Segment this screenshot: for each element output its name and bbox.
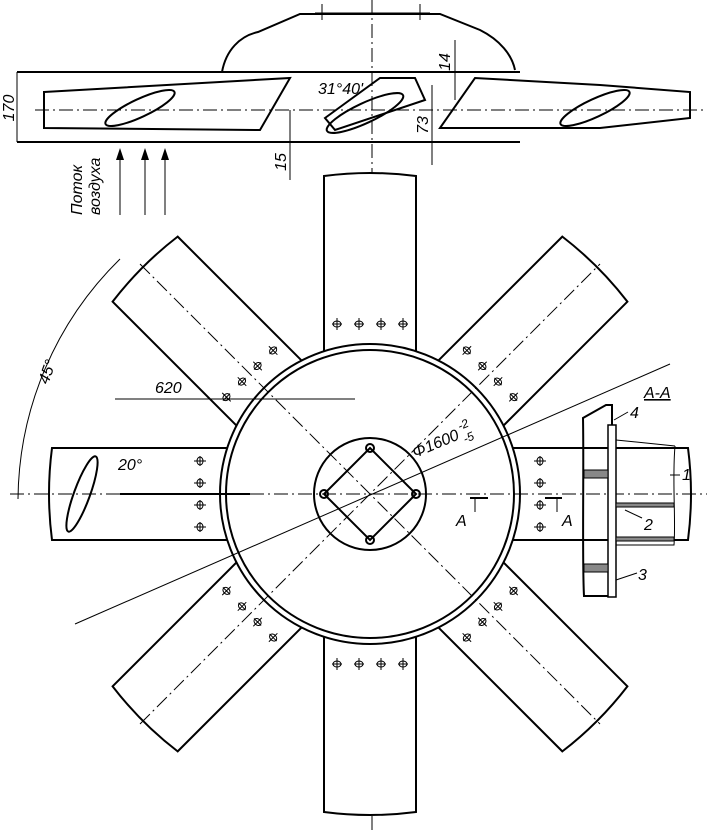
rivet-icon: [509, 586, 518, 595]
airflow-label-1: Поток: [69, 163, 86, 215]
rivet-icon: [237, 602, 247, 611]
rivet-icon: [196, 500, 204, 510]
rivet-icon: [462, 346, 471, 355]
left-blade-side: [43, 76, 292, 132]
rivet-icon: [536, 522, 544, 532]
blade: [323, 633, 417, 816]
rivet-icon: [509, 393, 518, 402]
square-flange: [322, 446, 418, 542]
airflow-arrows: [116, 148, 169, 215]
dim-620-label: 620: [155, 380, 182, 397]
blade-profile-right: [559, 88, 631, 128]
section-a-a: A-A 4 1 2 3: [581, 385, 691, 598]
bolt-lower: [615, 536, 675, 542]
rivet-icon: [237, 377, 247, 386]
dim-45-arc: [17, 258, 121, 500]
dim-angle-label: 31°40': [318, 81, 364, 98]
blade-section-profile: [65, 455, 99, 533]
rivet-icon: [536, 456, 544, 466]
rivet-icon: [332, 660, 342, 668]
section-mark-right: A: [561, 513, 573, 530]
rivet-icon: [332, 320, 342, 328]
dim-chord-label: 73: [415, 116, 432, 134]
plan-view: [10, 172, 707, 816]
rivet-icon: [253, 617, 262, 627]
rivet-icon: [222, 586, 231, 595]
rivet-icon: [354, 660, 364, 668]
dim-top-label: 14: [437, 53, 454, 71]
rivet-icon: [398, 660, 408, 668]
rivet-icon: [462, 633, 471, 642]
rivet-icon: [354, 320, 364, 328]
rivet-icon: [376, 320, 386, 328]
bolt-upper: [615, 502, 675, 508]
rivet-icon: [253, 361, 262, 371]
rivet-icon: [196, 456, 204, 466]
rivet-icon: [376, 660, 386, 668]
callout-2: 2: [643, 517, 653, 534]
dim-height-label: 170: [1, 95, 18, 122]
rivet-icon: [493, 602, 503, 611]
section-mark-left: A: [455, 513, 467, 530]
callout-3: 3: [638, 567, 647, 584]
rivet-icon: [478, 617, 487, 627]
dim-bottom-label: 15: [273, 153, 290, 171]
flange-plate: [607, 424, 617, 598]
section-title: A-A: [643, 385, 671, 402]
airflow-label-2: воздуха: [87, 158, 104, 215]
callout-1: 1: [682, 467, 691, 484]
dim-20-label: 20°: [117, 457, 143, 474]
hub-dome: [221, 13, 516, 73]
rivet-icon: [536, 500, 544, 510]
rivet-icon: [269, 346, 278, 355]
rivet-icon: [196, 522, 204, 532]
hub-section: [581, 404, 613, 597]
rivet-icon: [398, 320, 408, 328]
rivet-icon: [493, 377, 503, 386]
rivet-icon: [196, 478, 204, 488]
dim-45-label: 45°: [36, 357, 60, 386]
blade-profile-left: [104, 88, 176, 128]
blade-profile-center: [325, 92, 405, 134]
center-blade-section: [323, 77, 427, 132]
blade: [509, 447, 692, 541]
rivet-icon: [478, 361, 487, 371]
blade: [323, 172, 417, 355]
diameter-line: [74, 363, 671, 625]
right-blade-side: [438, 76, 691, 129]
callout-4: 4: [630, 405, 639, 422]
rivet-icon: [536, 478, 544, 488]
rivet-icon: [269, 633, 278, 642]
